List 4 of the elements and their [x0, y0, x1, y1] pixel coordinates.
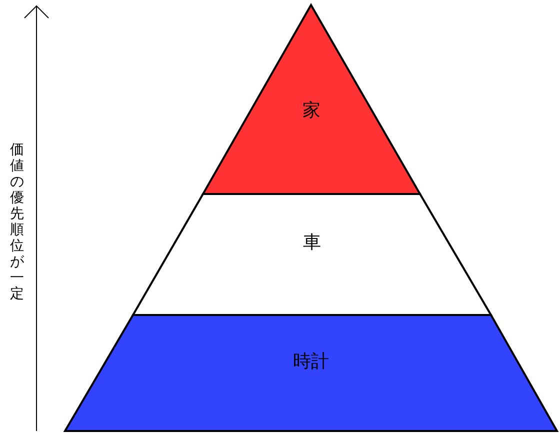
- tier-label: 時計: [293, 351, 329, 372]
- axis-label: 価値の優先順位が一定: [10, 142, 24, 302]
- tier-label: 家: [302, 100, 320, 121]
- tier-label: 車: [303, 232, 321, 253]
